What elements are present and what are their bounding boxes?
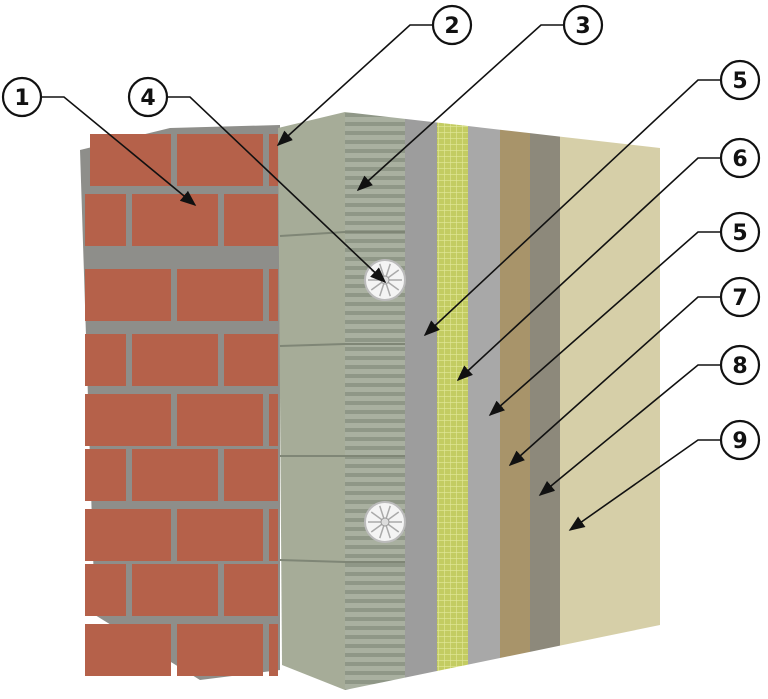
second-plaster-layer <box>468 126 500 665</box>
leader-arrow <box>508 296 720 467</box>
callout-number: 1 <box>14 86 29 111</box>
brick <box>85 564 126 616</box>
callout-6: 6 <box>456 137 761 382</box>
brick <box>90 134 171 186</box>
callout-7: 5 <box>488 211 761 417</box>
callout-4: 4 <box>127 76 387 284</box>
brick <box>85 394 171 446</box>
brick <box>269 509 278 561</box>
callout-circle <box>562 4 604 46</box>
callout-number: 5 <box>732 221 747 246</box>
callout-number: 5 <box>732 69 747 94</box>
adhesive-striped-insulation-face <box>345 112 405 690</box>
callout-10: 9 <box>568 419 761 531</box>
brick <box>269 624 278 676</box>
finish-paint-layer <box>560 136 660 646</box>
callout-number: 2 <box>444 14 459 39</box>
brick <box>132 194 218 246</box>
callout-number: 3 <box>575 14 590 39</box>
callout-circle <box>719 137 761 179</box>
brick <box>85 334 126 386</box>
callout-5: 5 <box>423 59 761 337</box>
brick <box>85 509 171 561</box>
callout-circle <box>719 59 761 101</box>
brick <box>85 624 171 676</box>
layer-stack <box>345 112 660 690</box>
callout-3: 3 <box>356 4 604 192</box>
leader-arrow <box>168 96 387 284</box>
base-plaster-layer <box>405 118 437 678</box>
callout-number: 8 <box>732 354 747 379</box>
brick <box>269 394 278 446</box>
brick <box>224 194 278 246</box>
brick <box>132 564 218 616</box>
dowel-icon <box>364 259 406 301</box>
brick <box>269 134 278 186</box>
brick <box>177 624 263 676</box>
callout-circle <box>719 419 761 461</box>
callout-circle <box>719 211 761 253</box>
callout-circle <box>1 76 43 118</box>
leader-arrow <box>538 364 720 497</box>
leader-arrow <box>276 24 432 147</box>
brick <box>177 509 263 561</box>
callout-circle <box>431 4 473 46</box>
callout-number: 4 <box>140 86 155 111</box>
callouts: 1 2 3 4 5 6 5 7 8 9 <box>1 4 761 531</box>
callout-circle <box>127 76 169 118</box>
brick <box>85 194 126 246</box>
insulation-board-side <box>278 112 346 690</box>
brick-wall <box>80 125 280 680</box>
brick <box>177 269 263 321</box>
brick <box>85 449 126 501</box>
brick <box>224 334 278 386</box>
leader-arrow <box>568 439 720 531</box>
callout-1: 1 <box>1 76 197 207</box>
dowels <box>364 259 406 543</box>
callout-circle <box>719 276 761 318</box>
brick <box>85 269 171 321</box>
brick <box>132 334 218 386</box>
leader-arrow <box>356 24 563 192</box>
brick <box>132 449 218 501</box>
callout-8: 7 <box>508 276 761 467</box>
callout-9: 8 <box>538 344 761 497</box>
callout-2: 2 <box>276 4 473 147</box>
brick <box>269 269 278 321</box>
leader-arrow <box>42 96 197 207</box>
brick <box>224 449 278 501</box>
leader-arrow <box>456 157 720 382</box>
callout-number: 7 <box>732 286 747 311</box>
dowel-icon <box>364 501 406 543</box>
brick <box>177 394 263 446</box>
brick <box>177 134 263 186</box>
decorative-plaster-layer <box>530 133 560 652</box>
reinforcing-mesh-layer <box>437 122 468 672</box>
callout-circle <box>719 344 761 386</box>
callout-number: 6 <box>732 147 747 172</box>
brick <box>224 564 278 616</box>
leader-arrow <box>423 79 720 337</box>
callout-number: 9 <box>732 429 747 454</box>
leader-arrow <box>488 231 720 417</box>
